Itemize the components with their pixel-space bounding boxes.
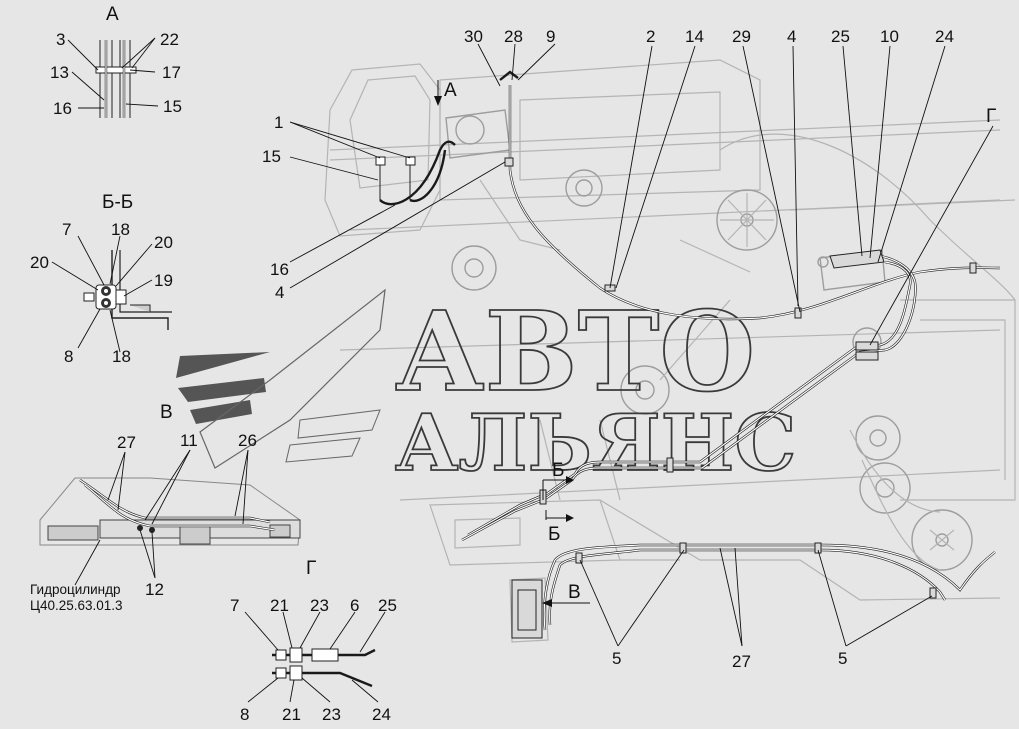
callout-m-29: 29 — [732, 27, 751, 46]
arrow-b-top-label: Б — [552, 460, 564, 481]
callout-g-7: 7 — [230, 596, 239, 615]
main-hoses — [461, 70, 1001, 639]
view-bb-title: Б-Б — [102, 192, 133, 213]
callout-b-5-right: 5 — [838, 649, 847, 668]
arrow-a-label: А — [444, 80, 457, 101]
callout-g-23-top: 23 — [310, 596, 329, 615]
callout-b-5-left: 5 — [612, 649, 621, 668]
view-g: Г 7 21 23 6 25 8 21 23 24 — [230, 558, 397, 724]
callout-a-22: 22 — [160, 30, 179, 49]
callout-m-9: 9 — [546, 27, 555, 46]
view-a: А 3 22 13 17 16 15 — [50, 4, 182, 118]
watermark-line1: АВТО — [395, 287, 755, 416]
main-callouts: 1 15 16 4 30 28 9 А 2 14 29 4 25 10 24 — [262, 27, 996, 671]
view-a-title: А — [106, 4, 119, 25]
callout-bb-7: 7 — [62, 220, 71, 239]
callout-g-6: 6 — [350, 596, 359, 615]
callout-a-17: 17 — [162, 63, 181, 82]
callout-v-12: 12 — [145, 580, 164, 599]
arrow-g-label: Г — [986, 106, 996, 127]
callout-a-16: 16 — [53, 99, 72, 118]
callout-m-15: 15 — [262, 147, 281, 166]
callout-v-26: 26 — [238, 431, 257, 450]
callout-m-16: 16 — [270, 260, 289, 279]
callout-g-23-bottom: 23 — [322, 705, 341, 724]
view-v-title: В — [160, 402, 173, 423]
arrow-b-bottom-label: Б — [548, 524, 560, 545]
callout-a-3: 3 — [56, 30, 65, 49]
view-v: В 27 11 26 12 Гидроцилиндр Ц40.25.63.01.… — [30, 288, 386, 613]
callout-b-27: 27 — [732, 652, 751, 671]
callout-m-30: 30 — [464, 27, 483, 46]
view-bb: Б-Б 7 18 20 20 19 8 18 — [30, 192, 173, 366]
callout-m-10: 10 — [880, 27, 899, 46]
callout-a-13: 13 — [50, 63, 69, 82]
watermark-line2: АЛЬЯНС — [395, 398, 796, 489]
callout-m-28: 28 — [504, 27, 523, 46]
callout-m-2: 2 — [646, 27, 655, 46]
callout-bb-18-bottom: 18 — [112, 347, 131, 366]
callout-a-15: 15 — [163, 97, 182, 116]
caption-line1: Гидроцилиндр — [30, 582, 121, 597]
callout-bb-20-left: 20 — [30, 253, 49, 272]
callout-bb-8: 8 — [64, 347, 73, 366]
callout-m-14: 14 — [685, 27, 704, 46]
callout-bb-18-top: 18 — [111, 220, 130, 239]
callout-v-27: 27 — [117, 433, 136, 452]
caption-line2: Ц40.25.63.01.3 — [30, 598, 123, 613]
callout-g-24: 24 — [372, 705, 391, 724]
callout-g-8: 8 — [240, 705, 249, 724]
callout-g-25: 25 — [378, 596, 397, 615]
callout-m-1: 1 — [274, 113, 283, 132]
callout-m-4-left: 4 — [275, 283, 284, 302]
machine-outline — [324, 59, 1016, 643]
callout-m-24: 24 — [935, 27, 954, 46]
callout-bb-19: 19 — [154, 271, 173, 290]
callout-m-25: 25 — [831, 27, 850, 46]
arrow-v-label: В — [568, 582, 581, 603]
callout-v-11: 11 — [180, 431, 198, 450]
callout-m-4-right: 4 — [787, 27, 796, 46]
watermark: АВТО АЛЬЯНС — [394, 286, 797, 490]
callout-g-21-bottom: 21 — [282, 705, 301, 724]
callout-bb-20-right: 20 — [154, 233, 173, 252]
callout-g-21-top: 21 — [270, 596, 289, 615]
view-g-title: Г — [306, 558, 316, 579]
